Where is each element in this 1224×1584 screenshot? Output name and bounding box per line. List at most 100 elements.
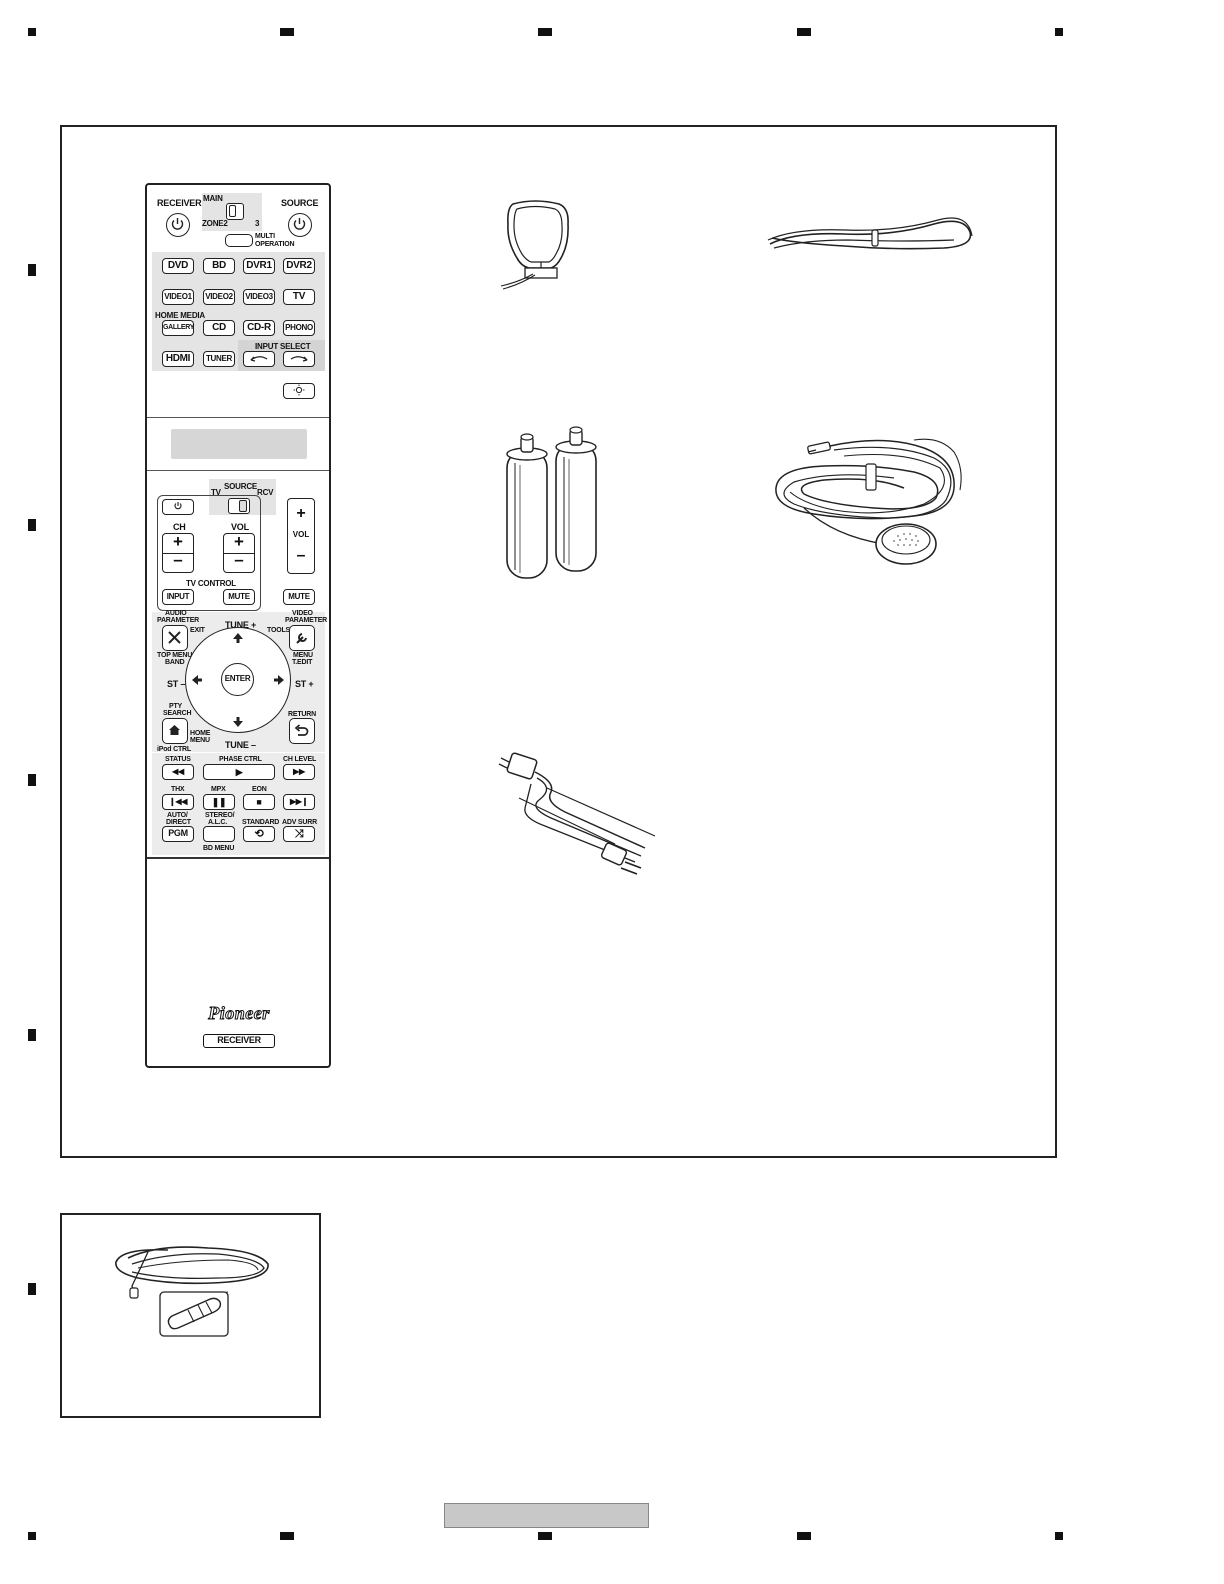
section-divider: [147, 857, 329, 859]
registration-mark: [280, 28, 294, 36]
video-parameter-button: [289, 625, 315, 651]
tv-vol-plus-label: +: [234, 532, 244, 551]
audio-parameter-label-1: AUDIO: [165, 610, 187, 617]
registration-mark: [280, 1532, 294, 1540]
multi-operation-label-1: MULTI: [255, 233, 275, 240]
tv-source-switch: [228, 498, 250, 514]
registration-mark: [28, 1029, 36, 1041]
power-icon: [174, 502, 182, 510]
zone2-label: ZONE2: [202, 219, 228, 228]
registration-mark: [28, 774, 36, 786]
ipod-ctrl-label: iPod CTRL: [157, 746, 191, 753]
video3-button: VIDEO3: [243, 289, 275, 305]
video1-button: VIDEO1: [162, 289, 194, 305]
input-select-right-button: [283, 351, 315, 367]
next-icon: ▶▶❙: [289, 797, 309, 806]
am-loop-antenna-illustration: [500, 200, 569, 290]
standard-button: ⟲: [243, 826, 275, 842]
return-button: [289, 718, 315, 744]
fast-forward-icon: ▶▶: [293, 767, 305, 776]
menu-label-1: MENU: [293, 652, 313, 659]
close-icon: [168, 631, 181, 644]
tv-vol-minus-label: –: [234, 550, 244, 569]
tv-control-outline: [157, 495, 261, 611]
pty-search-label-2: SEARCH: [163, 710, 192, 717]
bd-menu-label: BD MENU: [203, 845, 235, 852]
standard-label: STANDARD: [242, 819, 280, 826]
receiver-power-button: [166, 213, 190, 237]
tuner-button: TUNER: [203, 351, 235, 367]
tools-label: TOOLS: [267, 627, 290, 634]
home-icon: [169, 725, 180, 735]
exit-label: EXIT: [190, 627, 205, 634]
tv-button: TV: [283, 289, 315, 305]
pioneer-logo: Pioneer: [208, 1003, 270, 1024]
top-menu-label-2: BAND: [165, 659, 185, 666]
vol-center-label: VOL: [292, 530, 310, 539]
tv-label: TV: [211, 488, 221, 497]
registration-mark: [28, 1532, 36, 1540]
bd-button: BD: [203, 258, 235, 274]
registration-mark: [28, 1283, 36, 1295]
input-select-left-button: [243, 351, 275, 367]
power-icon: [171, 218, 184, 230]
stop-icon: ■: [256, 797, 262, 807]
home-menu-label-1: HOME: [190, 730, 211, 737]
home-menu-button: [162, 718, 188, 744]
power-icon: [293, 218, 306, 230]
cdr-button: CD-R: [243, 320, 275, 336]
auto-direct-label-2: DIRECT: [166, 819, 191, 826]
source-label: SOURCE: [281, 198, 319, 208]
gallery-button: GALLERY: [162, 320, 194, 336]
cd-button: CD: [203, 320, 235, 336]
registration-mark: [797, 1532, 811, 1540]
top-menu-label-1: TOP MENU: [157, 652, 193, 659]
rewind-button: ◀◀: [162, 764, 194, 780]
rewind-icon: ◀◀: [172, 767, 184, 776]
st-plus-label: ST +: [295, 679, 314, 689]
pty-search-label-1: PTY: [169, 703, 183, 710]
thx-label: THX: [171, 786, 185, 793]
mini-plug-cable-illustration: [115, 1246, 269, 1337]
registration-mark: [28, 28, 36, 36]
wrench-icon: [296, 633, 307, 644]
status-label: STATUS: [165, 756, 191, 763]
stereo-alc-label-1: STEREO/: [205, 812, 235, 819]
enter-button: ENTER: [221, 663, 254, 696]
receiver-mute-button: MUTE: [283, 589, 315, 605]
multi-operation-label-2: OPERATION: [255, 241, 295, 248]
home-menu-label-2: MENU: [190, 737, 210, 744]
rcv-label: RCV: [257, 488, 274, 497]
home-media-label: HOME MEDIA: [155, 311, 206, 320]
hdmi-button: HDMI: [162, 351, 194, 367]
receiver-badge: RECEIVER: [203, 1034, 275, 1048]
return-icon: [294, 724, 309, 736]
power-cord-illustration: [498, 752, 656, 875]
tune-plus-label: TUNE +: [225, 620, 257, 630]
phase-ctrl-label: PHASE CTRL: [219, 756, 262, 763]
ch-plus-label: +: [173, 532, 183, 551]
dimmer-icon: [293, 384, 305, 396]
eon-label: EON: [252, 786, 267, 793]
pause-icon: ❚❚: [211, 797, 227, 807]
return-label: RETURN: [288, 711, 316, 718]
next-button: ▶▶❙: [283, 794, 315, 810]
menu-label-2: T.EDIT: [292, 659, 313, 666]
stop-button: ■: [243, 794, 275, 810]
ch-minus-label: –: [173, 550, 183, 569]
pause-button: ❚❚: [203, 794, 235, 810]
registration-mark: [28, 519, 36, 531]
direction-pad: ENTER: [185, 627, 291, 733]
enter-label: ENTER: [224, 674, 251, 683]
zone3-label: 3: [255, 219, 260, 228]
pgm-button: PGM: [162, 826, 194, 842]
arrow-left-icon: [192, 675, 202, 685]
ch-rocker: + –: [162, 532, 194, 573]
st-minus-label: ST –: [167, 679, 186, 689]
vol-minus-label: –: [296, 547, 306, 564]
ch-level-label: CH LEVEL: [283, 756, 317, 763]
dvr2-button: DVR2: [283, 258, 315, 274]
tv-input-button: INPUT: [162, 589, 194, 605]
play-button: ▶: [203, 764, 275, 780]
ch-label: CH: [173, 522, 186, 532]
